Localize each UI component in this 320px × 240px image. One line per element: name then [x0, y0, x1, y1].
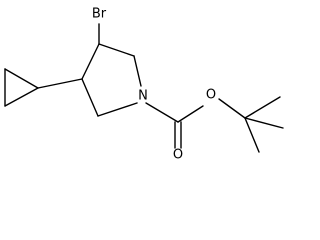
bond-nitrogen-carbonyl — [145, 102, 179, 123]
bond-ester-oxygen-tbutyl — [218, 98, 246, 119]
pyrrolidine-ring — [81, 43, 142, 117]
atom-label-bromine: Br — [92, 7, 107, 22]
chemical-structure-diagram: Br N O O — [4, 7, 284, 163]
atom-label-carbonyl-oxygen: O — [173, 148, 183, 163]
carbonyl-double-bond — [174, 121, 182, 149]
bond-tbutyl-methyl-right — [244, 117, 284, 129]
bond-cyclopropyl-2 — [4, 87, 39, 107]
bond-ring-c3-c4 — [81, 43, 100, 80]
tert-butyl-group — [244, 96, 284, 153]
bond-tbutyl-methyl-top — [244, 96, 281, 119]
bond-ring-c2-c3 — [81, 78, 99, 117]
bond-ring-c4-c5 — [98, 43, 135, 57]
bond-cyclopropyl-to-pyrrolidine — [37, 78, 83, 89]
bond-carbonyl-ester-oxygen — [177, 105, 204, 123]
bond-tbutyl-methyl-bottom — [244, 117, 260, 153]
bond-ring-n-c2 — [97, 102, 138, 117]
atom-label-ester-oxygen: O — [206, 88, 216, 103]
atom-label-nitrogen: N — [138, 89, 148, 104]
bond-ring-c5-n — [133, 55, 142, 87]
cyclopropyl-ring — [4, 68, 39, 107]
bond-cyclopropyl-1 — [4, 68, 39, 89]
